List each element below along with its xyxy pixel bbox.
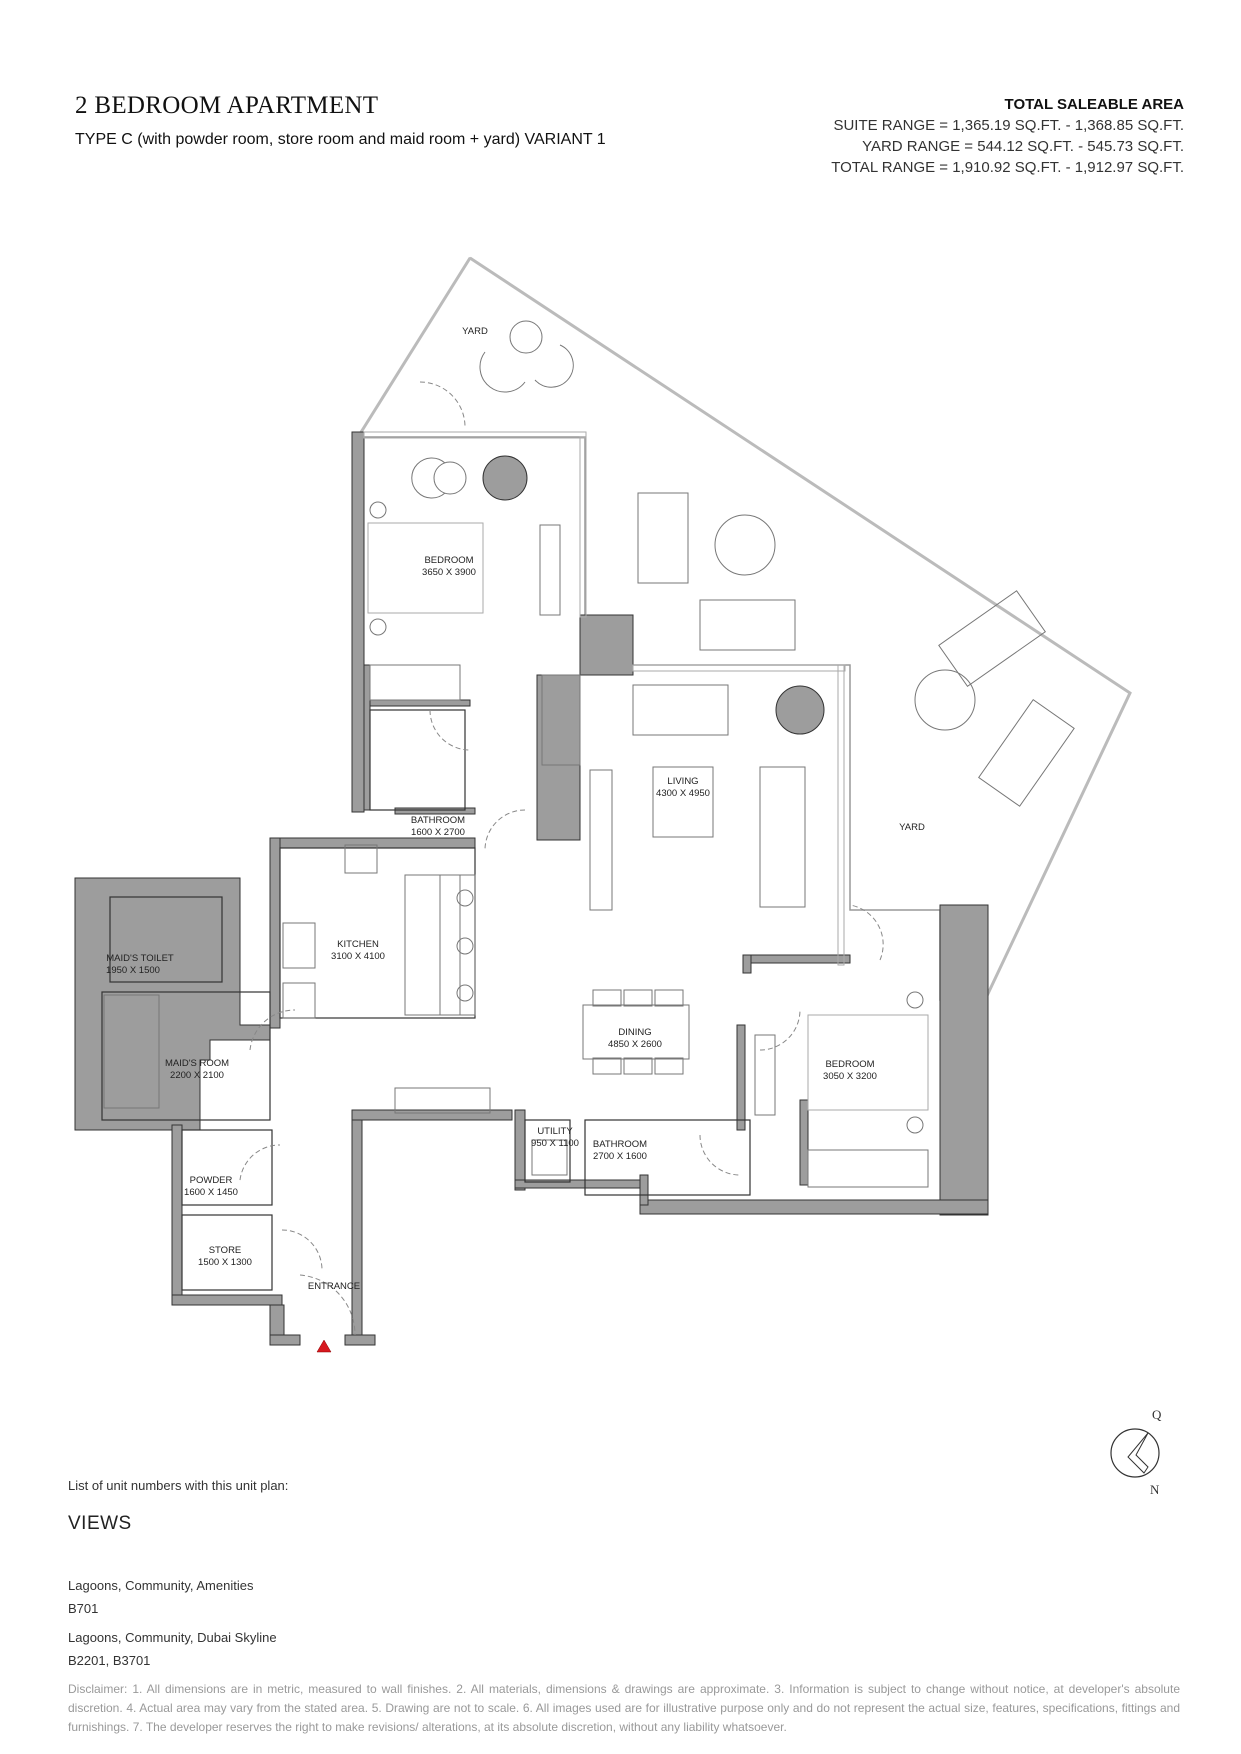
wall <box>351 1109 363 1346</box>
bathroom-bottom-outline <box>584 1119 751 1196</box>
room-label-bathroom-1: BATHROOM <box>411 815 465 826</box>
sink <box>282 922 316 969</box>
entrance-marker-icon <box>316 1339 332 1353</box>
room-dims-dining: 4850 X 2600 <box>608 1039 662 1050</box>
room-label-utility: UTILITY <box>537 1126 573 1137</box>
saleable-area-block: TOTAL SALEABLE AREA SUITE RANGE = 1,365.… <box>831 94 1184 178</box>
room-label-store: STORE <box>209 1245 242 1256</box>
wall <box>269 837 476 849</box>
wall <box>269 837 281 1029</box>
wall <box>639 1199 989 1215</box>
coffee-table <box>652 766 714 838</box>
utility-outline <box>524 1119 571 1183</box>
room-dims-store: 1500 X 1300 <box>198 1257 252 1268</box>
room-dims-bedroom-2: 3050 X 3200 <box>823 1071 877 1082</box>
wall <box>639 1174 649 1206</box>
wall <box>363 664 371 811</box>
view-name: Lagoons, Community, Amenities <box>68 1578 254 1593</box>
maid-room-outline <box>101 991 271 1121</box>
room-dims-utility: 950 X 1100 <box>531 1138 579 1149</box>
room-dims-bathroom-1: 1600 X 2700 <box>411 827 465 838</box>
room-label-dining: DINING <box>618 1027 651 1038</box>
compass-icon: Q N <box>1110 1405 1170 1500</box>
sofa-living-1 <box>632 684 729 736</box>
sofa-living-2 <box>759 766 806 908</box>
view-group-2-content: Lagoons, Community, Dubai Skyline B2201,… <box>68 1630 277 1668</box>
room-label-bedroom-2: BEDROOM <box>825 1059 874 1070</box>
wall <box>799 1099 809 1186</box>
view-name: Lagoons, Community, Dubai Skyline <box>68 1630 277 1645</box>
wall <box>344 1334 376 1346</box>
suite-range: SUITE RANGE = 1,365.19 SQ.FT. - 1,368.85… <box>833 117 1184 134</box>
room-label-kitchen: KITCHEN <box>337 939 379 950</box>
nightstand-lamp <box>369 501 387 519</box>
room-label-powder: POWDER <box>190 1175 233 1186</box>
wall <box>369 699 471 707</box>
wall <box>742 954 752 974</box>
views-heading: VIEWS <box>68 1513 132 1534</box>
room-dims-maids-room: 2200 X 2100 <box>170 1070 224 1081</box>
maid-toilet-outline <box>109 896 223 983</box>
page-title: 2 BEDROOM APARTMENT <box>75 92 379 119</box>
column <box>536 614 634 841</box>
disclaimer-text: Disclaimer: 1. All dimensions are in met… <box>68 1682 1180 1734</box>
maid-wall <box>74 877 271 1131</box>
wall <box>351 1109 513 1121</box>
view-units: B701 <box>68 1601 99 1616</box>
room-label-bedroom-1: BEDROOM <box>424 555 473 566</box>
room-label-living: LIVING <box>667 776 698 787</box>
room-label-entrance: ENTRANCE <box>308 1281 360 1292</box>
wall <box>171 1294 283 1306</box>
wall <box>514 1109 526 1191</box>
yard-range: YARD RANGE = 544.12 SQ.FT. - 545.73 SQ.F… <box>862 138 1184 155</box>
unit-list-label: List of unit numbers with this unit plan… <box>68 1478 289 1493</box>
bed-top <box>367 522 484 614</box>
compass-label-q: Q <box>1152 1407 1162 1422</box>
room-label-bathroom-2: BATHROOM <box>593 1139 647 1150</box>
compass-label-n: N <box>1150 1482 1160 1495</box>
room-dims-powder: 1600 X 1450 <box>184 1187 238 1198</box>
wall <box>351 431 365 813</box>
cooktop <box>344 844 378 874</box>
view-units: B2201, B3701 <box>68 1653 151 1668</box>
wall <box>269 1334 301 1346</box>
total-range: TOTAL RANGE = 1,910.92 SQ.FT. - 1,912.97… <box>831 159 1184 176</box>
wall <box>394 807 476 815</box>
store-outline <box>181 1214 273 1291</box>
side-table-dark <box>482 455 528 501</box>
room-dims-kitchen: 3100 X 4100 <box>331 951 385 962</box>
wall <box>939 904 989 1216</box>
wall <box>736 1024 746 1131</box>
powder-outline <box>181 1129 273 1206</box>
room-label-yard-right: YARD <box>899 822 925 833</box>
dining-table <box>582 1004 690 1060</box>
yard-outline <box>356 256 1131 1001</box>
room-dims-bathroom-2: 2700 X 1600 <box>593 1151 647 1162</box>
room-dims-maids-toilet: 1950 X 1500 <box>106 965 160 976</box>
room-label-yard-top: YARD <box>462 326 488 337</box>
saleable-area-title: TOTAL SALEABLE AREA <box>1004 96 1184 113</box>
sofa-yard-2 <box>699 599 796 651</box>
view-group-1: Lagoons, Community, Amenities B701 <box>68 1578 253 1616</box>
room-label-maids-room: MAID'S ROOM <box>165 1058 229 1069</box>
room-dims-bedroom-1: 3650 X 3900 <box>422 567 476 578</box>
bed-right <box>807 1014 929 1111</box>
wall <box>514 1179 641 1189</box>
room-dims-living: 4300 X 4950 <box>656 788 710 799</box>
unit-type-subtitle: TYPE C (with powder room, store room and… <box>75 131 606 148</box>
bathroom-top-outline <box>369 709 466 811</box>
wall <box>742 954 851 964</box>
room-label-maids-toilet: MAID'S TOILET <box>106 953 174 964</box>
wall <box>171 1124 183 1306</box>
sofa-yard-1 <box>637 492 689 584</box>
